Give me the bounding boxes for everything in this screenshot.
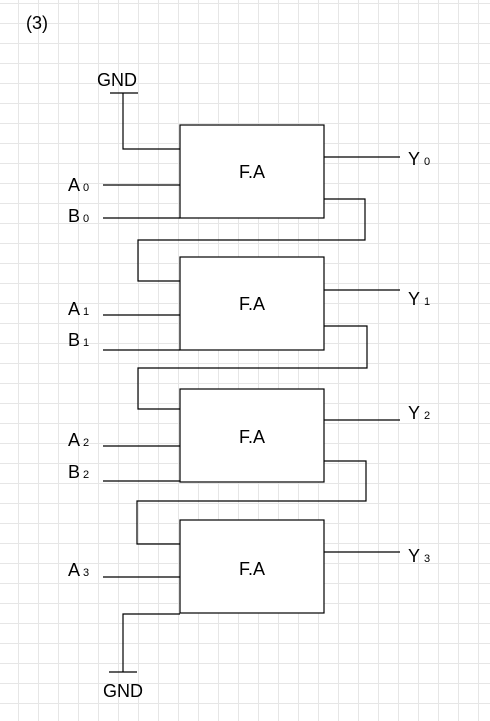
svg-text:A3: A3: [68, 560, 89, 580]
svg-text:Y1: Y1: [408, 289, 430, 309]
adder-label: F.A: [239, 427, 265, 447]
gnd-bottom: GND: [103, 613, 180, 701]
svg-text:B1: B1: [68, 330, 89, 350]
carry-wire-1-2: [137, 325, 368, 410]
adder-box: [179, 519, 325, 614]
svg-text:B2: B2: [68, 462, 89, 482]
svg-text:Y0: Y0: [408, 149, 430, 169]
svg-text:Y2: Y2: [408, 403, 430, 423]
adder-box: [179, 388, 325, 483]
svg-text:A0: A0: [68, 175, 89, 195]
carry-wire-0-1: [137, 198, 366, 282]
full-adder-1: F.A: [179, 256, 325, 351]
full-adder-0: F.A: [179, 124, 325, 219]
gnd-bottom-wire: [122, 613, 180, 672]
svg-text:A1: A1: [68, 299, 89, 319]
adder-label: F.A: [239, 294, 265, 314]
gnd-top-label: GND: [97, 70, 137, 90]
full-adder-3: F.A: [179, 519, 325, 614]
svg-text:B0: B0: [68, 206, 89, 226]
gnd-top-wire: [122, 93, 180, 150]
figure-label: (3): [26, 13, 48, 33]
full-adder-2: F.A: [179, 388, 325, 483]
adder-box: [179, 256, 325, 351]
gnd-bottom-label: GND: [103, 681, 143, 701]
adder-label: F.A: [239, 162, 265, 182]
svg-text:Y3: Y3: [408, 546, 430, 566]
adder-label: F.A: [239, 559, 265, 579]
adder-box: [179, 124, 325, 219]
svg-text:A2: A2: [68, 430, 89, 450]
carry-wire-2-3: [136, 460, 367, 545]
gnd-top: GND: [97, 70, 180, 150]
